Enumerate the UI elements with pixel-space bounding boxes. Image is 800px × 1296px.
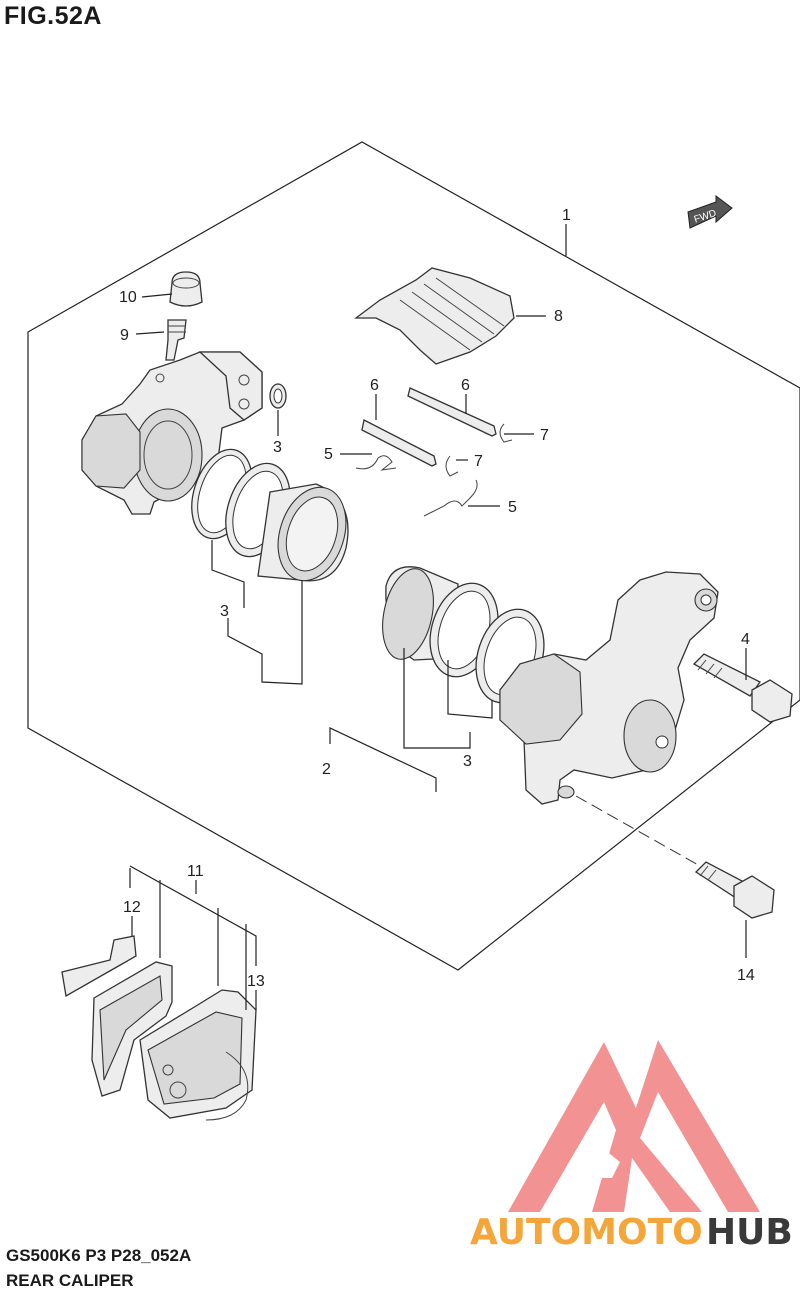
watermark-text-hub: HUB: [706, 1212, 793, 1253]
leader-lines: [129, 224, 747, 1010]
callout-10: 10: [119, 289, 137, 306]
watermark-text-auto: AUTOMOTO: [470, 1212, 703, 1253]
callout-6b: 6: [461, 377, 470, 394]
brake-pad-right-part: [139, 989, 257, 1119]
callout-5a: 5: [324, 446, 333, 463]
callout-8: 8: [554, 308, 563, 325]
piston-left-part: [257, 483, 349, 582]
seal-ring-left-part: [269, 383, 287, 409]
callout-7b: 7: [474, 453, 483, 470]
watermark: AUTOMOTO HUB: [470, 1040, 793, 1253]
callout-11: 11: [187, 863, 204, 880]
pad-spring-part: [354, 267, 515, 365]
pad-shim-part: [61, 935, 137, 998]
callout-5b: 5: [508, 499, 517, 516]
pad-retainer-spring-left-part: [355, 455, 397, 471]
callout-14: 14: [737, 967, 755, 984]
pin-clip-left-part: [445, 455, 459, 477]
fwd-arrow-icon: FWD: [687, 195, 733, 229]
callout-13: 13: [247, 973, 265, 990]
caliper-body-left-part: [81, 351, 263, 515]
pad-pin-right-part: [407, 387, 497, 437]
caliper-bolt-upper-part: [692, 653, 793, 723]
callout-12: 12: [123, 899, 141, 916]
callout-3b: 3: [220, 603, 229, 620]
bleeder-valve-part: [165, 319, 187, 361]
callout-7a: 7: [540, 427, 549, 444]
callout-3c: 3: [463, 753, 472, 770]
section-name: REAR CALIPER: [6, 1271, 134, 1290]
caliper-bolt-lower-part: [694, 861, 775, 919]
pin-clip-right-part: [499, 423, 513, 443]
caliper-body-right-part: [499, 571, 719, 805]
figure-title: FIG.52A: [4, 2, 102, 30]
callout-2: 2: [322, 761, 331, 778]
assembly-outline: [27, 141, 800, 971]
callout-1: 1: [562, 207, 571, 224]
bleeder-cap-part: [169, 271, 203, 307]
pad-retainer-spring-right-part: [423, 479, 478, 517]
brake-pad-left-part: [91, 961, 173, 1097]
watermark-logo-icon: [508, 1040, 760, 1212]
pad-clip-part: [205, 1051, 249, 1121]
callout-3a: 3: [273, 439, 282, 456]
pad-pin-left-part: [361, 419, 437, 467]
callout-9: 9: [120, 327, 129, 344]
callout-4: 4: [741, 631, 750, 648]
bolt-axis-line: [575, 795, 701, 867]
callout-6a: 6: [370, 377, 379, 394]
model-code: GS500K6 P3 P28_052A: [6, 1246, 192, 1265]
